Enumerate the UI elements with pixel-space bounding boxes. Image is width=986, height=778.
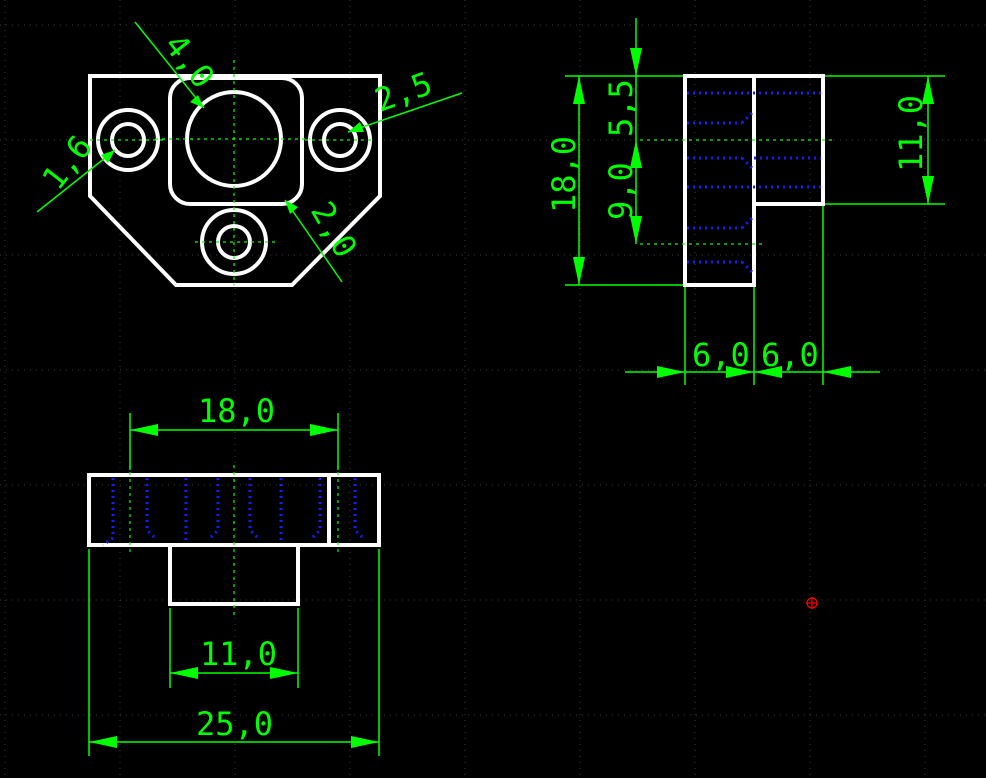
leader-arrow bbox=[101, 150, 115, 163]
top-view-outline bbox=[88, 74, 382, 287]
side-dim-18-0: 18,0 bbox=[545, 136, 583, 213]
top-dim-2-0: 2,0 bbox=[303, 195, 365, 264]
crosshair-cursor-icon bbox=[806, 597, 818, 609]
hidden-line bbox=[102, 478, 115, 547]
dim-arrow bbox=[630, 48, 642, 76]
side-dim-9-0: 9,0 bbox=[602, 162, 640, 220]
side-dim-6-0-a: 6,0 bbox=[692, 336, 750, 374]
hidden-line bbox=[740, 156, 754, 170]
dim-arrow bbox=[351, 736, 379, 748]
side-dim-6-0-b: 6,0 bbox=[761, 336, 819, 374]
leader-line bbox=[36, 149, 116, 213]
side-view[interactable]: 18,0 5,5 9,0 11,0 6,0 6,0 bbox=[545, 18, 945, 385]
hidden-line bbox=[740, 216, 754, 230]
side-dim-5-5: 5,5 bbox=[602, 79, 640, 137]
hidden-line bbox=[308, 478, 322, 542]
top-dim-4-0: 4,0 bbox=[157, 27, 223, 96]
front-view[interactable]: 18,0 11,0 25,0 bbox=[87, 392, 381, 756]
hidden-line bbox=[353, 478, 367, 542]
dim-arrow bbox=[630, 216, 642, 244]
dim-arrow bbox=[726, 366, 754, 378]
front-dim-11-0: 11,0 bbox=[200, 635, 277, 673]
side-dim-11-0: 11,0 bbox=[892, 95, 930, 172]
hidden-lines bbox=[102, 478, 367, 547]
leader-arrow bbox=[190, 95, 204, 108]
dim-arrow bbox=[922, 76, 934, 104]
dim-arrow bbox=[130, 424, 158, 436]
dim-arrow bbox=[922, 176, 934, 204]
dim-arrow bbox=[170, 667, 198, 679]
leader-arrow bbox=[285, 200, 298, 214]
hidden-line bbox=[248, 478, 262, 542]
leader-line bbox=[347, 92, 463, 133]
dim-arrow bbox=[89, 736, 117, 748]
leader-line bbox=[284, 199, 343, 283]
dim-arrow bbox=[573, 76, 585, 104]
dim-arrow bbox=[270, 667, 298, 679]
leader-line bbox=[134, 21, 205, 109]
hidden-line bbox=[145, 478, 159, 542]
front-dim-18-0: 18,0 bbox=[198, 392, 275, 430]
front-dim-25-0: 25,0 bbox=[196, 705, 273, 743]
top-view[interactable]: 4,0 2,5 1,6 2,0 bbox=[34, 21, 463, 287]
top-view-slot bbox=[168, 76, 304, 206]
dim-arrow bbox=[573, 257, 585, 285]
hidden-line bbox=[740, 260, 754, 274]
leader-arrow bbox=[348, 122, 364, 132]
dim-arrow bbox=[823, 366, 851, 378]
top-dim-2-5: 2,5 bbox=[370, 64, 437, 119]
hidden-line bbox=[206, 478, 220, 542]
hidden-line bbox=[740, 111, 754, 125]
dim-arrow bbox=[657, 366, 685, 378]
front-view-boss bbox=[168, 543, 300, 606]
dim-arrow bbox=[310, 424, 338, 436]
dim-arrow bbox=[754, 366, 782, 378]
